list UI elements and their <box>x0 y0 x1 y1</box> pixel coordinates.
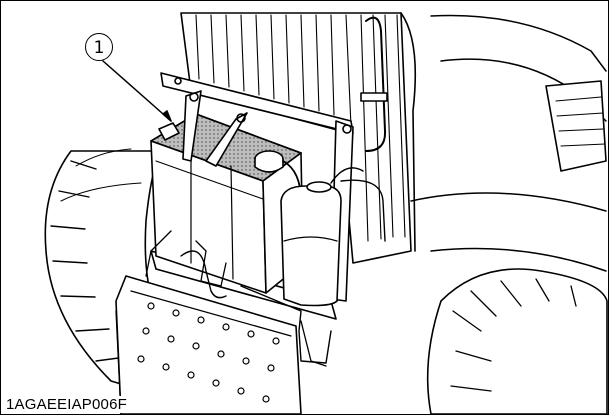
figure-code: 1AGAEEIAP006F <box>6 396 131 413</box>
coolant-reserve-tank-icon <box>280 167 364 307</box>
callout-label: 1 <box>85 33 113 61</box>
